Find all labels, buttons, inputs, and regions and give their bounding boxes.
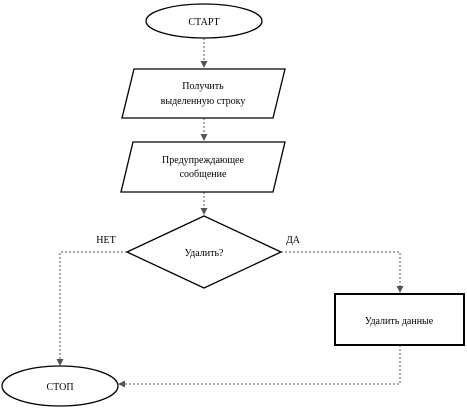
arrowhead	[396, 286, 404, 293]
warning-message-block	[120, 141, 286, 193]
get-row-input-block	[121, 68, 286, 119]
arrowhead	[200, 208, 208, 215]
warning-label-line2: сообщение	[180, 169, 227, 180]
stop-label: СТОП	[46, 382, 73, 393]
get-row-label-line2: выделенную строку	[161, 96, 246, 107]
decision-label: Удалить?	[184, 248, 224, 259]
get-row-label-line1: Получить	[182, 81, 224, 92]
no-branch-label: НЕТ	[96, 235, 115, 246]
arrowhead	[56, 359, 64, 366]
connector-delete-to-stop	[124, 345, 401, 385]
start-terminator	[145, 3, 263, 39]
arrowhead	[118, 380, 125, 388]
connector-decision-yes	[281, 251, 401, 287]
arrowhead	[200, 61, 208, 68]
start-label: СТАРТ	[188, 17, 219, 28]
stop-terminator	[1, 365, 119, 407]
warning-label-line1: Предупреждающее	[162, 155, 244, 166]
connector-decision-no	[59, 251, 127, 360]
arrowhead	[200, 134, 208, 141]
delete-decision	[125, 215, 283, 289]
delete-data-label: Удалить данные	[365, 316, 434, 327]
yes-branch-label: ДА	[286, 235, 301, 246]
delete-data-process	[334, 293, 465, 346]
